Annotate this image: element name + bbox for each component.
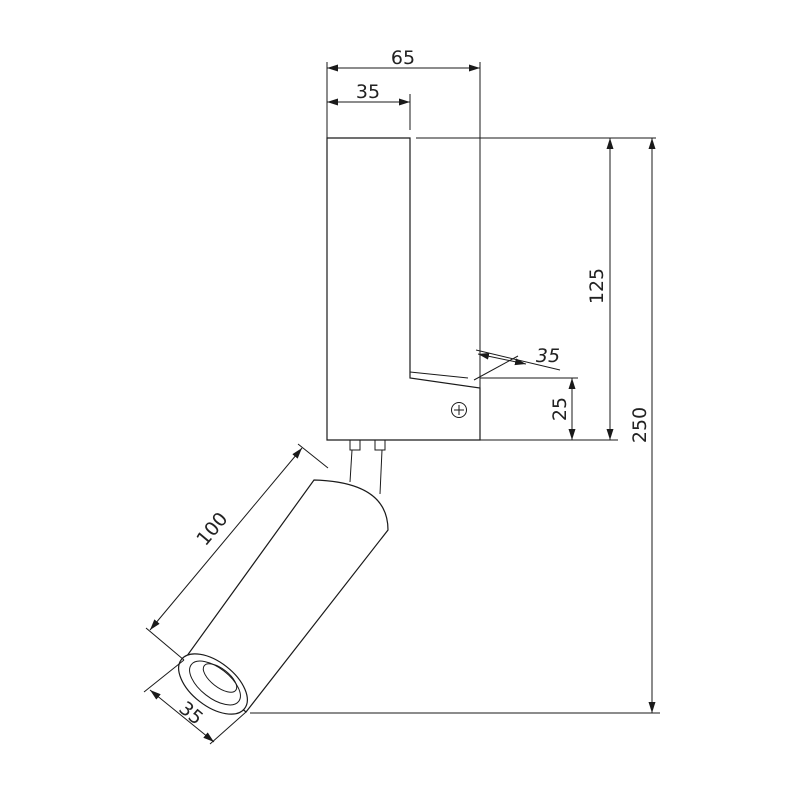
dimension-labels: 65 35 125 250 25 35 100 35 bbox=[175, 47, 651, 730]
label-top-width: 65 bbox=[391, 47, 415, 69]
bracket-feet bbox=[349, 440, 386, 451]
label-joint-width: 35 bbox=[536, 345, 560, 367]
lamp-lens bbox=[202, 663, 238, 693]
dim-line-lamp-diameter bbox=[149, 689, 215, 743]
label-inner-width: 35 bbox=[356, 81, 380, 103]
screw-icon bbox=[451, 402, 467, 418]
lamp-outline bbox=[178, 137, 481, 715]
lamp-stem bbox=[349, 449, 383, 495]
dim-line-joint-width bbox=[477, 352, 527, 366]
dim-line-lamp-length bbox=[149, 447, 303, 631]
dimension-lines bbox=[149, 64, 656, 743]
label-total-height: 250 bbox=[629, 407, 651, 443]
label-bracket-height: 25 bbox=[549, 397, 571, 421]
label-upper-height: 125 bbox=[586, 268, 608, 304]
label-lamp-length: 100 bbox=[192, 508, 232, 550]
mounting-bracket bbox=[326, 137, 481, 441]
extension-lines bbox=[143, 62, 660, 745]
